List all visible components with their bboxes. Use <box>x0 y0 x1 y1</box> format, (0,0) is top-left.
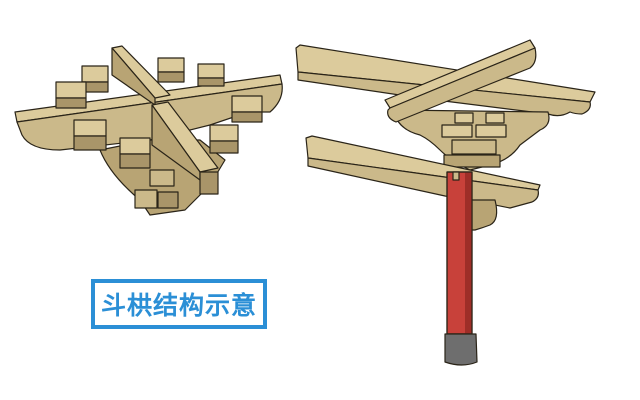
caption-label: 斗栱结构示意 <box>91 279 267 329</box>
caption-text: 斗栱结构示意 <box>100 291 257 320</box>
right-dougong <box>295 39 596 366</box>
left-dougong <box>14 45 283 216</box>
